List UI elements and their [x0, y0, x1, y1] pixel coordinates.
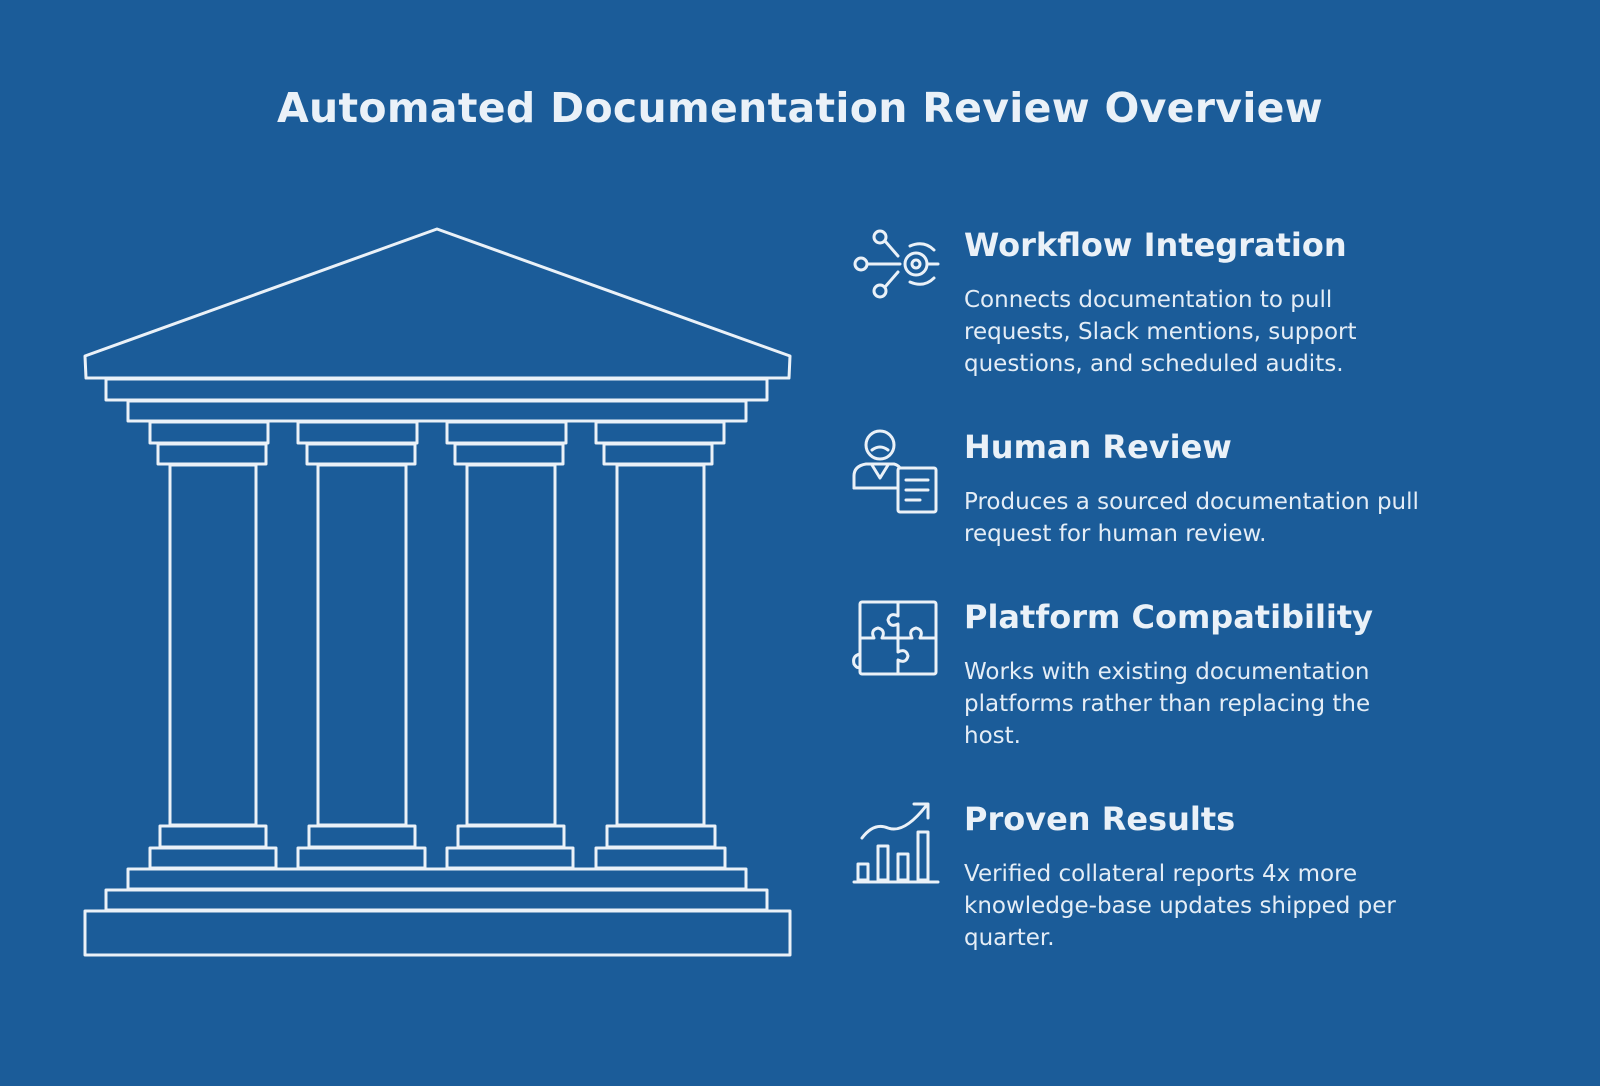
feature-heading: Workflow Integration: [964, 226, 1347, 264]
temple-column-3: [465, 463, 557, 827]
feature-description: Connects documentation to pull requests,…: [964, 287, 1357, 377]
temple-beam-top: [104, 377, 769, 402]
workflow-nodes-icon: [853, 229, 940, 299]
feature-description: Works with existing documentation platfo…: [964, 659, 1371, 749]
page-title: Automated Documentation Review Overview: [277, 84, 1323, 132]
temple-column-2: [316, 463, 408, 827]
feature-heading: Human Review: [964, 428, 1232, 466]
person-document-icon: [852, 429, 938, 514]
feature-description: Produces a sourced documentation pull re…: [964, 489, 1419, 547]
feature-heading: Proven Results: [964, 800, 1236, 838]
growth-chart-icon: [852, 802, 940, 884]
feature-heading: Platform Compatibility: [964, 598, 1374, 636]
temple-step-2: [104, 888, 769, 912]
bottom-edge: [0, 1086, 1600, 1088]
temple-step-1: [126, 867, 748, 891]
feature-description: Verified collateral reports 4x more know…: [964, 861, 1396, 951]
temple-roof: [83, 227, 792, 380]
temple-column-1: [168, 463, 258, 827]
temple-beam-middle: [126, 399, 748, 423]
puzzle-icon: [852, 600, 938, 676]
temple-step-3: [83, 909, 792, 957]
temple-column-4: [615, 463, 706, 827]
